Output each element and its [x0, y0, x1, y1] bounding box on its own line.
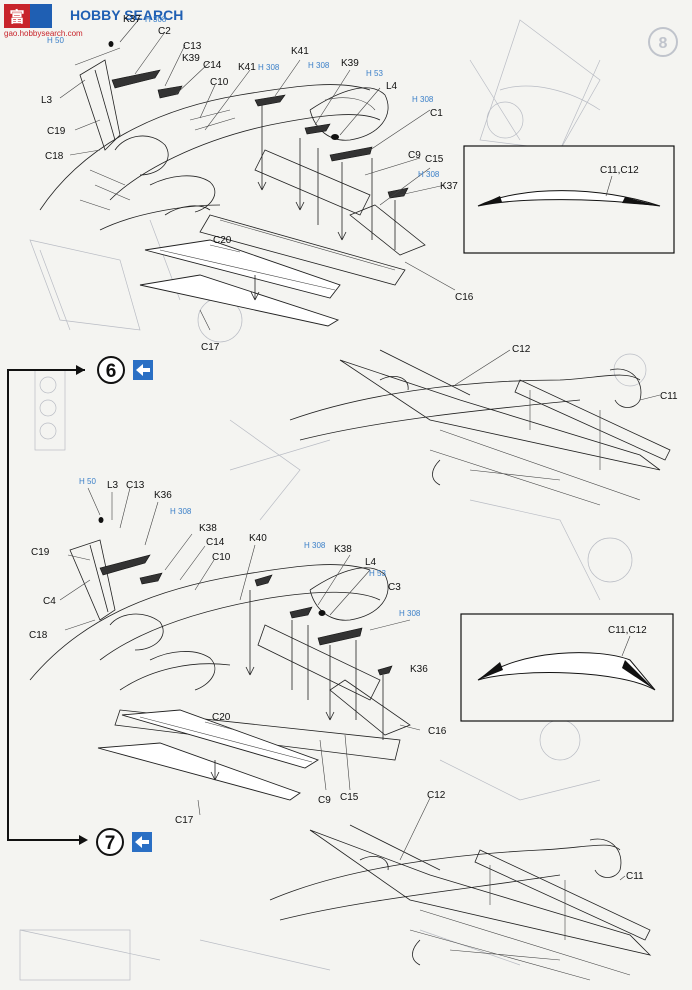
paint-ref: H 308	[258, 63, 280, 72]
part-c20-bottom	[121, 709, 320, 769]
label-c11: C11	[626, 871, 644, 882]
label-c14: C14	[203, 60, 222, 71]
part-k37-tip	[108, 41, 114, 47]
label-k39-b: K39	[341, 58, 359, 69]
label-k38: K38	[199, 523, 217, 534]
part-c13-bottom	[99, 554, 151, 576]
part-l4	[331, 134, 339, 140]
part-l3-tip	[98, 517, 104, 523]
detail-label-top: C11,C12	[600, 165, 639, 176]
label-c15: C15	[425, 154, 444, 165]
label-c4: C4	[43, 596, 56, 607]
background-step-number: 8	[659, 35, 668, 52]
label-k41-a: K41	[238, 62, 256, 73]
step-7-marker: 7	[96, 828, 152, 856]
label-c9: C9	[408, 150, 421, 161]
detail-box-bottom: C11,C12	[460, 613, 674, 722]
label-c20: C20	[212, 712, 231, 723]
paint-ref: H 53	[366, 69, 383, 78]
part-k36-left	[139, 572, 163, 585]
label-c16: C16	[428, 726, 447, 737]
logo-glyphs: 富	[9, 8, 24, 26]
part-k41	[254, 94, 286, 107]
label-c19: C19	[47, 126, 66, 137]
label-c3: C3	[388, 582, 401, 593]
label-k37: K37	[123, 14, 141, 25]
mid-wing-assembly: C12 C11	[289, 344, 678, 506]
label-c17: C17	[201, 342, 220, 353]
label-c10: C10	[210, 77, 229, 88]
label-c11: C11	[660, 391, 678, 402]
step-6-marker: 6	[97, 356, 153, 384]
detail-label-bottom: C11,C12	[608, 625, 647, 636]
part-c1	[329, 146, 373, 162]
label-k38-b: K38	[334, 544, 352, 555]
logo-text: HOBBY SEARCH	[70, 7, 183, 23]
logo-url: gao.hobbysearch.com	[4, 29, 83, 38]
background-step-8: 8	[648, 27, 678, 57]
part-k36-right	[377, 665, 393, 676]
part-k39	[304, 123, 331, 135]
paint-ref: H 50	[79, 477, 96, 486]
label-c13: C13	[183, 41, 202, 52]
part-c2	[111, 69, 161, 89]
part-c17-bottom	[97, 742, 301, 801]
label-l4: L4	[386, 81, 398, 92]
label-c2: C2	[158, 26, 171, 37]
paint-ref: H 308	[418, 170, 440, 179]
top-assembly: K37 H 308 C2 C13 K39 C14 C10 K41 H 308 K…	[39, 14, 474, 353]
detail-box-top: C11,C12	[463, 145, 675, 254]
paint-ref: H 308	[170, 507, 192, 516]
label-c20: C20	[213, 235, 232, 246]
label-c9: C9	[318, 795, 331, 806]
part-k40	[254, 574, 273, 587]
part-c3	[317, 627, 363, 646]
part-l4-bottom	[318, 610, 326, 616]
label-c15: C15	[340, 792, 359, 803]
bottom-assembly: H 50 L3 C13 K36 H 308 C19 C4 K38 C14 C10…	[29, 477, 447, 826]
hobbysearch-logo: 富 HOBBY SEARCH gao.hobbysearch.com	[4, 4, 183, 38]
label-k36: K36	[154, 490, 172, 501]
label-c14: C14	[206, 537, 225, 548]
label-k41-b: K41	[291, 46, 309, 57]
bottom-wing-assembly: C12 C11	[269, 790, 652, 981]
label-c12: C12	[427, 790, 446, 801]
part-k39-left	[157, 85, 183, 99]
label-c18: C18	[29, 630, 48, 641]
label-k36-b: K36	[410, 664, 428, 675]
paint-ref: H 308	[145, 15, 167, 24]
label-k40: K40	[249, 533, 267, 544]
label-l3: L3	[107, 480, 119, 491]
step-connector	[7, 365, 88, 845]
label-c12: C12	[512, 344, 531, 355]
label-c10: C10	[212, 552, 231, 563]
label-l3: L3	[41, 95, 53, 106]
paint-ref: H 308	[304, 541, 326, 550]
part-k38	[289, 606, 313, 619]
paint-ref: H 308	[399, 609, 421, 618]
label-k39: K39	[182, 53, 200, 64]
paint-ref: H 308	[308, 61, 330, 70]
label-c18: C18	[45, 151, 64, 162]
label-c16: C16	[455, 292, 474, 303]
label-l4: L4	[365, 557, 377, 568]
label-c19: C19	[31, 547, 50, 558]
step-number: 7	[105, 833, 116, 854]
paint-ref: H 308	[412, 95, 434, 104]
paint-ref: H 53	[369, 569, 386, 578]
part-c17	[139, 274, 340, 327]
step-number: 6	[106, 361, 117, 382]
label-k37-b: K37	[440, 181, 458, 192]
label-c13: C13	[126, 480, 145, 491]
label-c17: C17	[175, 815, 194, 826]
paint-ref: H 50	[47, 36, 64, 45]
label-c1: C1	[430, 108, 443, 119]
